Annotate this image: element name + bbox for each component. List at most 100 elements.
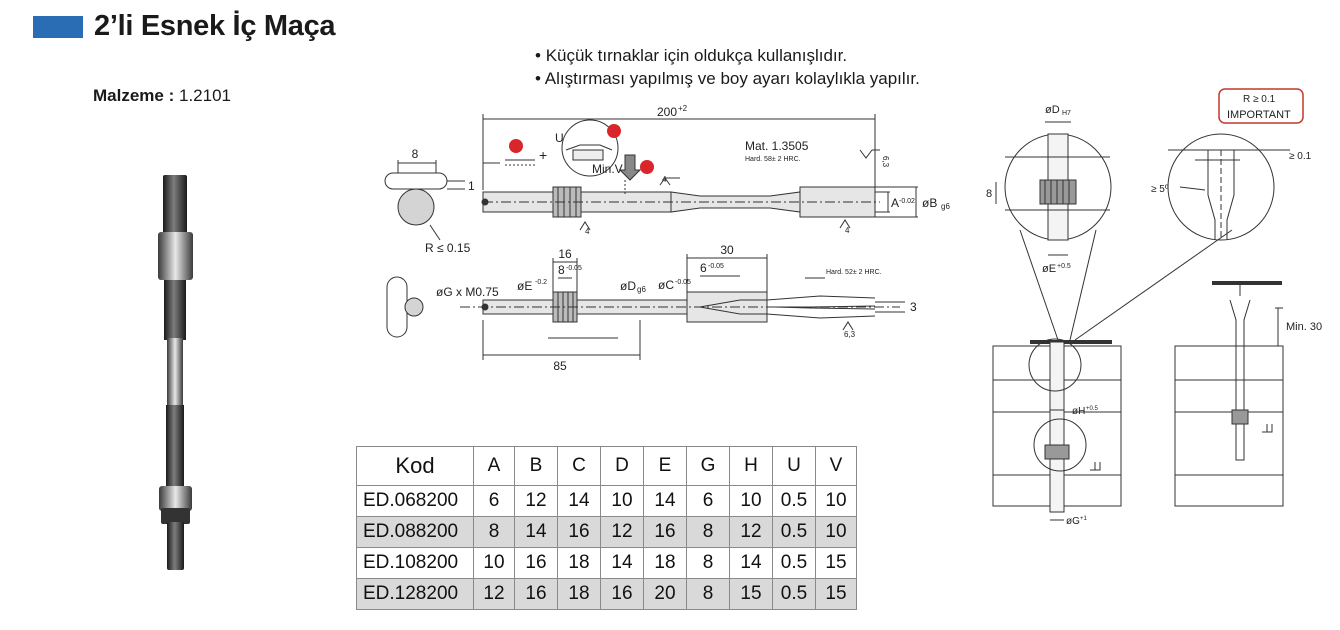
- plus-label: +: [539, 147, 547, 163]
- dim-minv-label: Min.V: [592, 162, 623, 176]
- dim-85-label: 85: [553, 359, 567, 373]
- dim-8-label: 8: [558, 263, 565, 277]
- table-cell-code: ED.108200: [356, 547, 474, 579]
- table-row: ED.088200 8 14 16 12 16 8 12 0.5 10: [356, 516, 857, 548]
- dim-16-label: 16: [558, 247, 572, 261]
- drawing-right-labels: øD H7 8 øE +0.5 R ≥ 0.1 IMPORTANT ≥ 0.1 …: [986, 94, 1322, 527]
- length-label: 200: [657, 105, 677, 119]
- dim-6-tol-label: -0.05: [708, 263, 724, 270]
- table-cell-code: ED.128200: [356, 578, 474, 610]
- drawing-right: [992, 88, 1304, 521]
- table-cell: 14: [600, 547, 644, 579]
- table-cell: 10: [815, 485, 857, 517]
- table-cell: 0.5: [772, 485, 816, 517]
- hardness-bottom-label: Hard. 52± 2 HRC.: [826, 269, 882, 276]
- table-cell: 14: [643, 485, 687, 517]
- feature-list: Küçük tırnaklar için oldukça kullanışlıd…: [535, 44, 920, 90]
- dim-u-label: U: [555, 131, 564, 145]
- table-cell: 12: [473, 578, 515, 610]
- dim-e-label: øE: [1042, 263, 1056, 275]
- table-header-cell: E: [643, 446, 687, 486]
- dim-d-tol-label: g6: [637, 285, 646, 294]
- table-cell: 8: [686, 578, 730, 610]
- note-radius-label: R ≥ 0.1: [1243, 94, 1276, 105]
- roughness-4b-label: 4: [585, 227, 590, 236]
- table-cell: 16: [557, 516, 601, 548]
- table-cell: 12: [514, 485, 558, 517]
- table-row: ED.128200 12 16 18 16 20 8 15 0.5 15: [356, 578, 857, 610]
- table-cell-code: ED.088200: [356, 516, 474, 548]
- dim-1-label: 1: [468, 179, 475, 193]
- table-cell: 18: [557, 578, 601, 610]
- note-important-label: IMPORTANT: [1227, 109, 1291, 121]
- drawing-top-red-dots: [509, 124, 654, 174]
- table-cell: 16: [514, 578, 558, 610]
- table-row: ED.068200 6 12 14 10 14 6 10 0.5 10: [356, 485, 857, 517]
- dim-h-label: øH: [1072, 406, 1085, 417]
- table-cell: 14: [514, 516, 558, 548]
- dim-b-tol-label: g6: [941, 202, 950, 211]
- table-cell: 6: [473, 485, 515, 517]
- table-cell: 16: [514, 547, 558, 579]
- note-5deg-label: ≥ 5º: [1151, 184, 1169, 195]
- hardness-label: Hard. 58± 2 HRC.: [745, 156, 801, 163]
- table-cell: 0.5: [772, 516, 816, 548]
- drawing-bottom-labels: 16 30 8 -0.05 6 -0.05 Hard. 52± 2 HRC. ø…: [436, 243, 917, 373]
- table-cell: 18: [557, 547, 601, 579]
- spec-table: Kod A B C D E G H U V ED.068200 6 12 14 …: [356, 446, 857, 610]
- dim-e-tol-label: +0.5: [1057, 263, 1071, 270]
- table-cell: 10: [600, 485, 644, 517]
- material-info: Malzeme : 1.2101: [93, 86, 231, 106]
- dim-min30-label: Min. 30: [1286, 321, 1322, 333]
- table-header-cell: V: [815, 446, 857, 486]
- table-cell: 10: [729, 485, 773, 517]
- dim-c-tol-label: -0.05: [675, 279, 691, 286]
- table-cell: 14: [729, 547, 773, 579]
- table-cell: 14: [557, 485, 601, 517]
- product-photo: [158, 175, 193, 570]
- table-cell: 10: [815, 516, 857, 548]
- dim-e-tol-label: -0.2: [535, 279, 547, 286]
- table-cell: 10: [473, 547, 515, 579]
- length-tol-label: +2: [678, 104, 688, 113]
- page-title: 2’li Esnek İç Maça: [94, 10, 336, 42]
- material-label: Malzeme :: [93, 86, 175, 105]
- table-header-row: Kod A B C D E G H U V: [356, 446, 857, 486]
- table-cell: 8: [473, 516, 515, 548]
- table-cell-code: ED.068200: [356, 485, 474, 517]
- table-cell: 12: [729, 516, 773, 548]
- table-cell: 15: [729, 578, 773, 610]
- dim-30-label: 30: [720, 243, 734, 257]
- table-header-cell: U: [772, 446, 816, 486]
- dim-d-label: øD: [1045, 104, 1060, 116]
- drawing-top-labels: 8 1 R ≤ 0.15 200 +2 U + Min.V Mat. 1.350…: [412, 104, 951, 255]
- table-header-cell: C: [557, 446, 601, 486]
- table-row: ED.108200 10 16 18 14 18 8 14 0.5 15: [356, 547, 857, 579]
- table-cell: 6: [686, 485, 730, 517]
- dim-g-label: øG: [1066, 516, 1080, 527]
- dim-e-label: øE: [517, 279, 532, 293]
- dim-a-tol-label: -0.02: [899, 198, 915, 205]
- dim-h-tol-label: +0.5: [1086, 406, 1099, 412]
- note-01-label: ≥ 0.1: [1289, 151, 1312, 162]
- table-cell: 0.5: [772, 578, 816, 610]
- table-cell: 16: [600, 578, 644, 610]
- radius-label: R ≤ 0.15: [425, 241, 471, 255]
- roughness-4a-label: 4: [662, 175, 667, 184]
- table-header-cell: Kod: [356, 446, 474, 486]
- dim-a-label: A: [891, 196, 899, 210]
- roughness-4c-label: 4: [845, 226, 850, 235]
- drawing-bottom: [386, 254, 905, 360]
- table-header-cell: G: [686, 446, 730, 486]
- feature-item: Alıştırması yapılmış ve boy ayarı kolayl…: [535, 67, 920, 90]
- roughness-63-label: 6,3: [881, 156, 890, 168]
- dim-3-label: 3: [910, 300, 917, 314]
- material-value: 1.2101: [178, 86, 231, 105]
- table-cell: 15: [815, 547, 857, 579]
- dim-8-label: 8: [986, 188, 992, 200]
- dim-g-tol-label: +1: [1080, 516, 1088, 522]
- dim-c-label: øC: [658, 278, 674, 292]
- table-cell: 8: [686, 547, 730, 579]
- title-accent-bar: [33, 16, 83, 38]
